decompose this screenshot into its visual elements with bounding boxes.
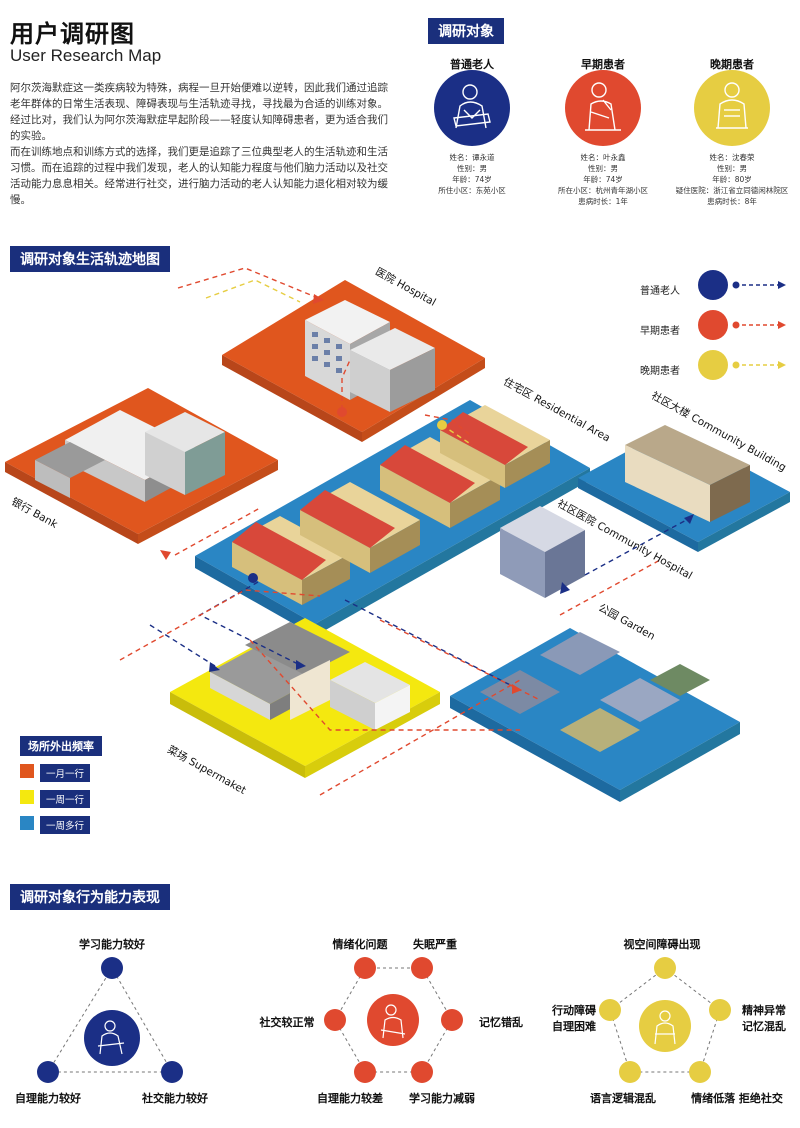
info-line: 所在小区：杭州青年湖小区 xyxy=(558,186,648,195)
legend-label: 晚期患者 xyxy=(640,366,680,377)
behavior-label: 行动障碍 xyxy=(552,1004,596,1017)
elderly-figure-icon xyxy=(453,84,491,129)
page-title: 用户调研图 xyxy=(10,20,135,48)
subjects-section-label: 调研对象 xyxy=(428,18,504,44)
subject-title-early: 早期患者 xyxy=(581,58,625,71)
info-line: 姓名：谭永道 xyxy=(449,153,495,162)
behavior-label: 社交较正常 xyxy=(259,1016,315,1029)
intro-text: 阿尔茨海默症这一类疾病较为特殊，病程一旦开始便难以逆转，因此我们通过追踪老年群体… xyxy=(10,80,390,208)
isometric-map xyxy=(5,267,790,802)
behavior-label: 自理困难 xyxy=(552,1020,596,1033)
info-line: 年龄：80岁 xyxy=(712,175,752,184)
residential-houses xyxy=(232,405,550,605)
info-line: 所住小区：东苑小区 xyxy=(438,186,506,195)
behavior-label: 记忆错乱 xyxy=(479,1016,523,1029)
behavior-group-normal xyxy=(37,957,183,1083)
frequency-label: 一周一行 xyxy=(40,790,91,808)
route-lines xyxy=(119,267,691,796)
info-line: 患病时长：1年 xyxy=(578,197,628,206)
legend-arrow-icon xyxy=(732,321,786,329)
intro-paragraph-1: 阿尔茨海默症这一类疾病较为特殊，病程一旦开始便难以逆转，因此我们通过追踪老年群体… xyxy=(10,82,388,142)
info-line: 姓名：沈春荣 xyxy=(709,153,755,162)
behavior-label: 精神异常 xyxy=(742,1004,786,1017)
subject-avatar-early xyxy=(565,70,641,146)
info-line: 性别：男 xyxy=(588,164,618,173)
intro-paragraph-2: 而在训练地点和训练方式的选择，我们更是追踪了三位典型老人的生活轨迹和生活习惯。而… xyxy=(10,146,388,206)
garden-platform xyxy=(450,628,740,802)
legend-arrow-icon xyxy=(732,281,786,289)
route-arrows xyxy=(160,294,694,694)
legend-label: 普通老人 xyxy=(640,286,680,297)
info-line: 性别：男 xyxy=(717,164,747,173)
behavior-section-label: 调研对象行为能力表现 xyxy=(10,884,170,910)
supermarket-building xyxy=(210,622,410,730)
subject-title-normal: 普通老人 xyxy=(450,58,494,71)
frequency-label: 一周多行 xyxy=(40,816,91,834)
legend-arrow-icon xyxy=(732,361,786,369)
community-hospital-building xyxy=(500,506,585,598)
behavior-label: 记忆混乱 xyxy=(742,1020,786,1033)
info-line: 性别：男 xyxy=(457,164,487,173)
hospital-building xyxy=(305,300,435,412)
behavior-group-late xyxy=(599,957,731,1083)
residential-platform xyxy=(195,400,590,636)
behavior-label: 情绪化问题 xyxy=(332,938,388,951)
legend-item-normal: 普通老人 xyxy=(640,270,790,310)
info-line: 疑住医院：浙江省立同德闲林院区 xyxy=(675,186,789,195)
info-line: 年龄：74岁 xyxy=(583,175,623,184)
behavior-diagrams xyxy=(37,957,731,1083)
behavior-label: 情绪低落 拒绝社交 xyxy=(691,1092,783,1105)
subject-info-early: 姓名：叶永鑫 性别：男 年龄：74岁 所在小区：杭州青年湖小区 患病时长：1年 xyxy=(533,152,673,207)
behavior-label: 学习能力减弱 xyxy=(409,1092,475,1105)
behavior-label: 失眠严重 xyxy=(413,938,457,951)
elderly-figure-icon xyxy=(716,82,748,129)
info-line: 姓名：叶永鑫 xyxy=(580,153,626,162)
route-dots xyxy=(248,407,447,583)
subject-avatar-normal xyxy=(434,70,510,146)
legend-label: 早期患者 xyxy=(640,326,680,337)
legend-swatch xyxy=(698,310,728,340)
legend-item-late: 晚期患者 xyxy=(640,350,790,390)
legend-item-early: 早期患者 xyxy=(640,310,790,350)
legend-swatch xyxy=(698,350,728,380)
legend-swatch xyxy=(698,270,728,300)
bank-building xyxy=(35,410,225,502)
community-building-platform xyxy=(578,425,790,552)
subject-info-normal: 姓名：谭永道 性别：男 年龄：74岁 所住小区：东苑小区 xyxy=(402,152,542,196)
garden-structures xyxy=(480,632,710,752)
page-subtitle: User Research Map xyxy=(10,46,162,65)
map-legend: 普通老人 早期患者 晚期患者 xyxy=(640,270,790,390)
community-building xyxy=(625,425,750,522)
subject-info-late: 姓名：沈春荣 性别：男 年龄：80岁 疑住医院：浙江省立同德闲林院区 患病时长：… xyxy=(662,152,800,207)
hospital-platform xyxy=(222,280,485,442)
info-line: 年龄：74岁 xyxy=(452,175,492,184)
info-line: 患病时长：8年 xyxy=(707,197,757,206)
supermarket-platform xyxy=(170,618,440,778)
map-section-label: 调研对象生活轨迹地图 xyxy=(10,246,170,272)
behavior-label: 社交能力较好 xyxy=(142,1092,208,1105)
behavior-group-early xyxy=(324,957,463,1083)
behavior-label: 自理能力较差 xyxy=(317,1092,383,1105)
frequency-title: 场所外出频率 xyxy=(20,736,102,756)
bank-platform xyxy=(5,388,278,544)
frequency-swatch xyxy=(20,764,34,778)
subject-avatar-late xyxy=(694,70,770,146)
frequency-label: 一月一行 xyxy=(40,764,91,782)
behavior-label: 自理能力较好 xyxy=(15,1092,81,1105)
elderly-figure-icon xyxy=(585,82,621,131)
behavior-label: 语言逻辑混乱 xyxy=(590,1092,656,1105)
frequency-swatch xyxy=(20,790,34,804)
behavior-label: 视空间障碍出现 xyxy=(623,938,701,951)
frequency-swatch xyxy=(20,816,34,830)
behavior-label: 学习能力较好 xyxy=(79,938,145,951)
subject-title-late: 晚期患者 xyxy=(710,58,754,71)
